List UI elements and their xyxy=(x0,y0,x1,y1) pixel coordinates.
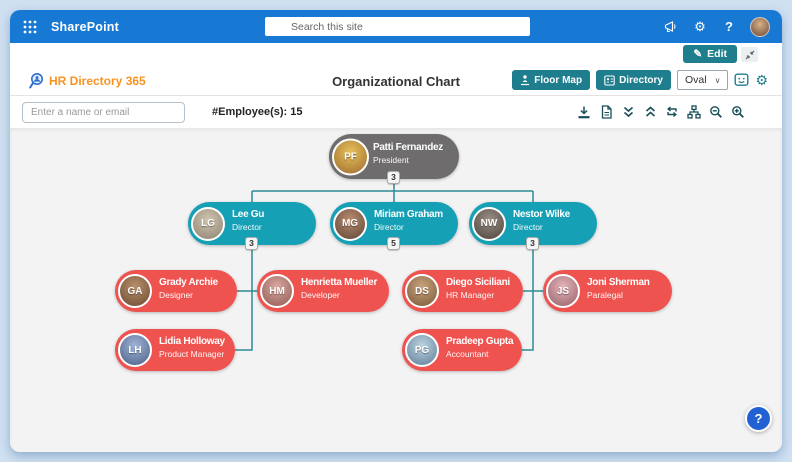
zoom-in-icon[interactable] xyxy=(730,104,746,119)
employee-role: Paralegal xyxy=(587,290,623,300)
employee-name: Henrietta Mueller xyxy=(301,277,378,288)
employee-photo: MG xyxy=(333,206,367,241)
employee-photo: PF xyxy=(332,138,369,175)
employee-name: Miriam Graham xyxy=(374,209,443,220)
org-node-employee[interactable]: DS Diego Siciliani HR Manager xyxy=(402,270,523,312)
hr-directory-logo-icon xyxy=(29,73,43,89)
org-connector-lines xyxy=(235,177,543,351)
employee-photo: NW xyxy=(472,206,506,241)
settings-gear-icon[interactable]: ⚙ xyxy=(755,71,768,88)
org-chart-canvas[interactable]: PF Patti Fernandez President 3 LG Lee Gu… xyxy=(10,128,782,452)
gear-icon[interactable]: ⚙ xyxy=(694,18,706,34)
employee-count: #Employee(s): 15 xyxy=(212,106,303,118)
directory-button[interactable]: Directory xyxy=(596,70,671,90)
floor-map-button[interactable]: Floor Map xyxy=(512,70,591,90)
node-shape-dropdown[interactable]: Oval ∨ xyxy=(676,70,729,90)
command-bar: ✎ Edit xyxy=(10,43,782,66)
employee-photo: HM xyxy=(260,274,294,308)
chart-toolbar xyxy=(576,104,746,119)
employee-role: President xyxy=(373,155,409,165)
sharepoint-suite-bar: SharePoint ⚙ ? xyxy=(10,10,782,43)
app-header: HR Directory 365 Organizational Chart Fl… xyxy=(10,66,782,96)
employee-search-input[interactable] xyxy=(22,102,185,123)
page-title: Organizational Chart xyxy=(332,74,460,89)
edit-button[interactable]: ✎ Edit xyxy=(683,45,737,63)
employee-photo: GA xyxy=(118,274,152,308)
employee-photo: PG xyxy=(405,333,439,367)
refresh-icon[interactable] xyxy=(664,104,680,119)
help-icon[interactable]: ? xyxy=(725,19,733,34)
pencil-icon: ✎ xyxy=(693,48,703,60)
employee-role: Product Manager xyxy=(159,349,225,359)
employee-role: HR Manager xyxy=(446,290,495,300)
zoom-out-icon[interactable] xyxy=(708,104,724,119)
feedback-icon[interactable] xyxy=(734,73,749,88)
employee-name: Pradeep Gupta xyxy=(446,336,514,347)
employee-role: Accountant xyxy=(446,349,489,359)
employee-name: Patti Fernandez xyxy=(373,142,443,153)
download-icon[interactable] xyxy=(576,104,592,119)
chart-controls-row: #Employee(s): 15 xyxy=(10,96,782,128)
floor-map-icon xyxy=(521,75,530,86)
brand-name: HR Directory 365 xyxy=(49,74,146,88)
reports-count-badge[interactable]: 5 xyxy=(387,237,400,250)
reports-count-badge[interactable]: 3 xyxy=(387,171,400,184)
collapse-view-button[interactable] xyxy=(741,47,758,62)
directory-card-icon xyxy=(604,74,615,86)
employee-role: Designer xyxy=(159,290,194,300)
reports-count-badge[interactable]: 3 xyxy=(526,237,539,250)
org-node-employee[interactable]: GA Grady Archie Designer xyxy=(115,270,237,312)
employee-role: Developer xyxy=(301,290,340,300)
diagonal-arrows-icon xyxy=(745,50,754,59)
employee-photo: LH xyxy=(118,333,152,367)
employee-role: Director xyxy=(513,222,543,232)
org-node-employee[interactable]: JS Joni Sherman Paralegal xyxy=(543,270,672,312)
employee-name: Nestor Wilke xyxy=(513,209,570,220)
org-node-employee[interactable]: PG Pradeep Gupta Accountant xyxy=(402,329,522,371)
reports-count-badge[interactable]: 3 xyxy=(245,237,258,250)
employee-name: Joni Sherman xyxy=(587,277,650,288)
site-search-input[interactable] xyxy=(265,17,530,36)
employee-role: Director xyxy=(232,222,262,232)
employee-role: Director xyxy=(374,222,404,232)
org-node-employee[interactable]: HM Henrietta Mueller Developer xyxy=(257,270,389,312)
app-card: SharePoint ⚙ ? ✎ Edit xyxy=(10,10,782,452)
brand[interactable]: HR Directory 365 xyxy=(28,72,146,90)
employee-name: Diego Siciliani xyxy=(446,277,510,288)
sharepoint-label: SharePoint xyxy=(51,19,119,34)
collapse-all-icon[interactable] xyxy=(642,104,658,119)
employee-photo: LG xyxy=(191,206,225,241)
expand-all-icon[interactable] xyxy=(620,104,636,119)
employee-photo: JS xyxy=(546,274,580,308)
waffle-menu-icon[interactable] xyxy=(23,20,37,34)
chevron-down-icon: ∨ xyxy=(714,75,721,85)
employee-photo: DS xyxy=(405,274,439,308)
user-avatar[interactable] xyxy=(750,16,770,37)
org-view-icon[interactable] xyxy=(686,104,702,119)
employee-name: Lee Gu xyxy=(232,209,265,220)
megaphone-icon[interactable] xyxy=(663,19,679,35)
employee-name: Grady Archie xyxy=(159,277,218,288)
employee-name: Lidia Holloway xyxy=(159,336,225,347)
help-button[interactable]: ? xyxy=(745,405,772,432)
export-pdf-icon[interactable] xyxy=(598,104,614,119)
org-node-employee[interactable]: LH Lidia Holloway Product Manager xyxy=(115,329,235,371)
